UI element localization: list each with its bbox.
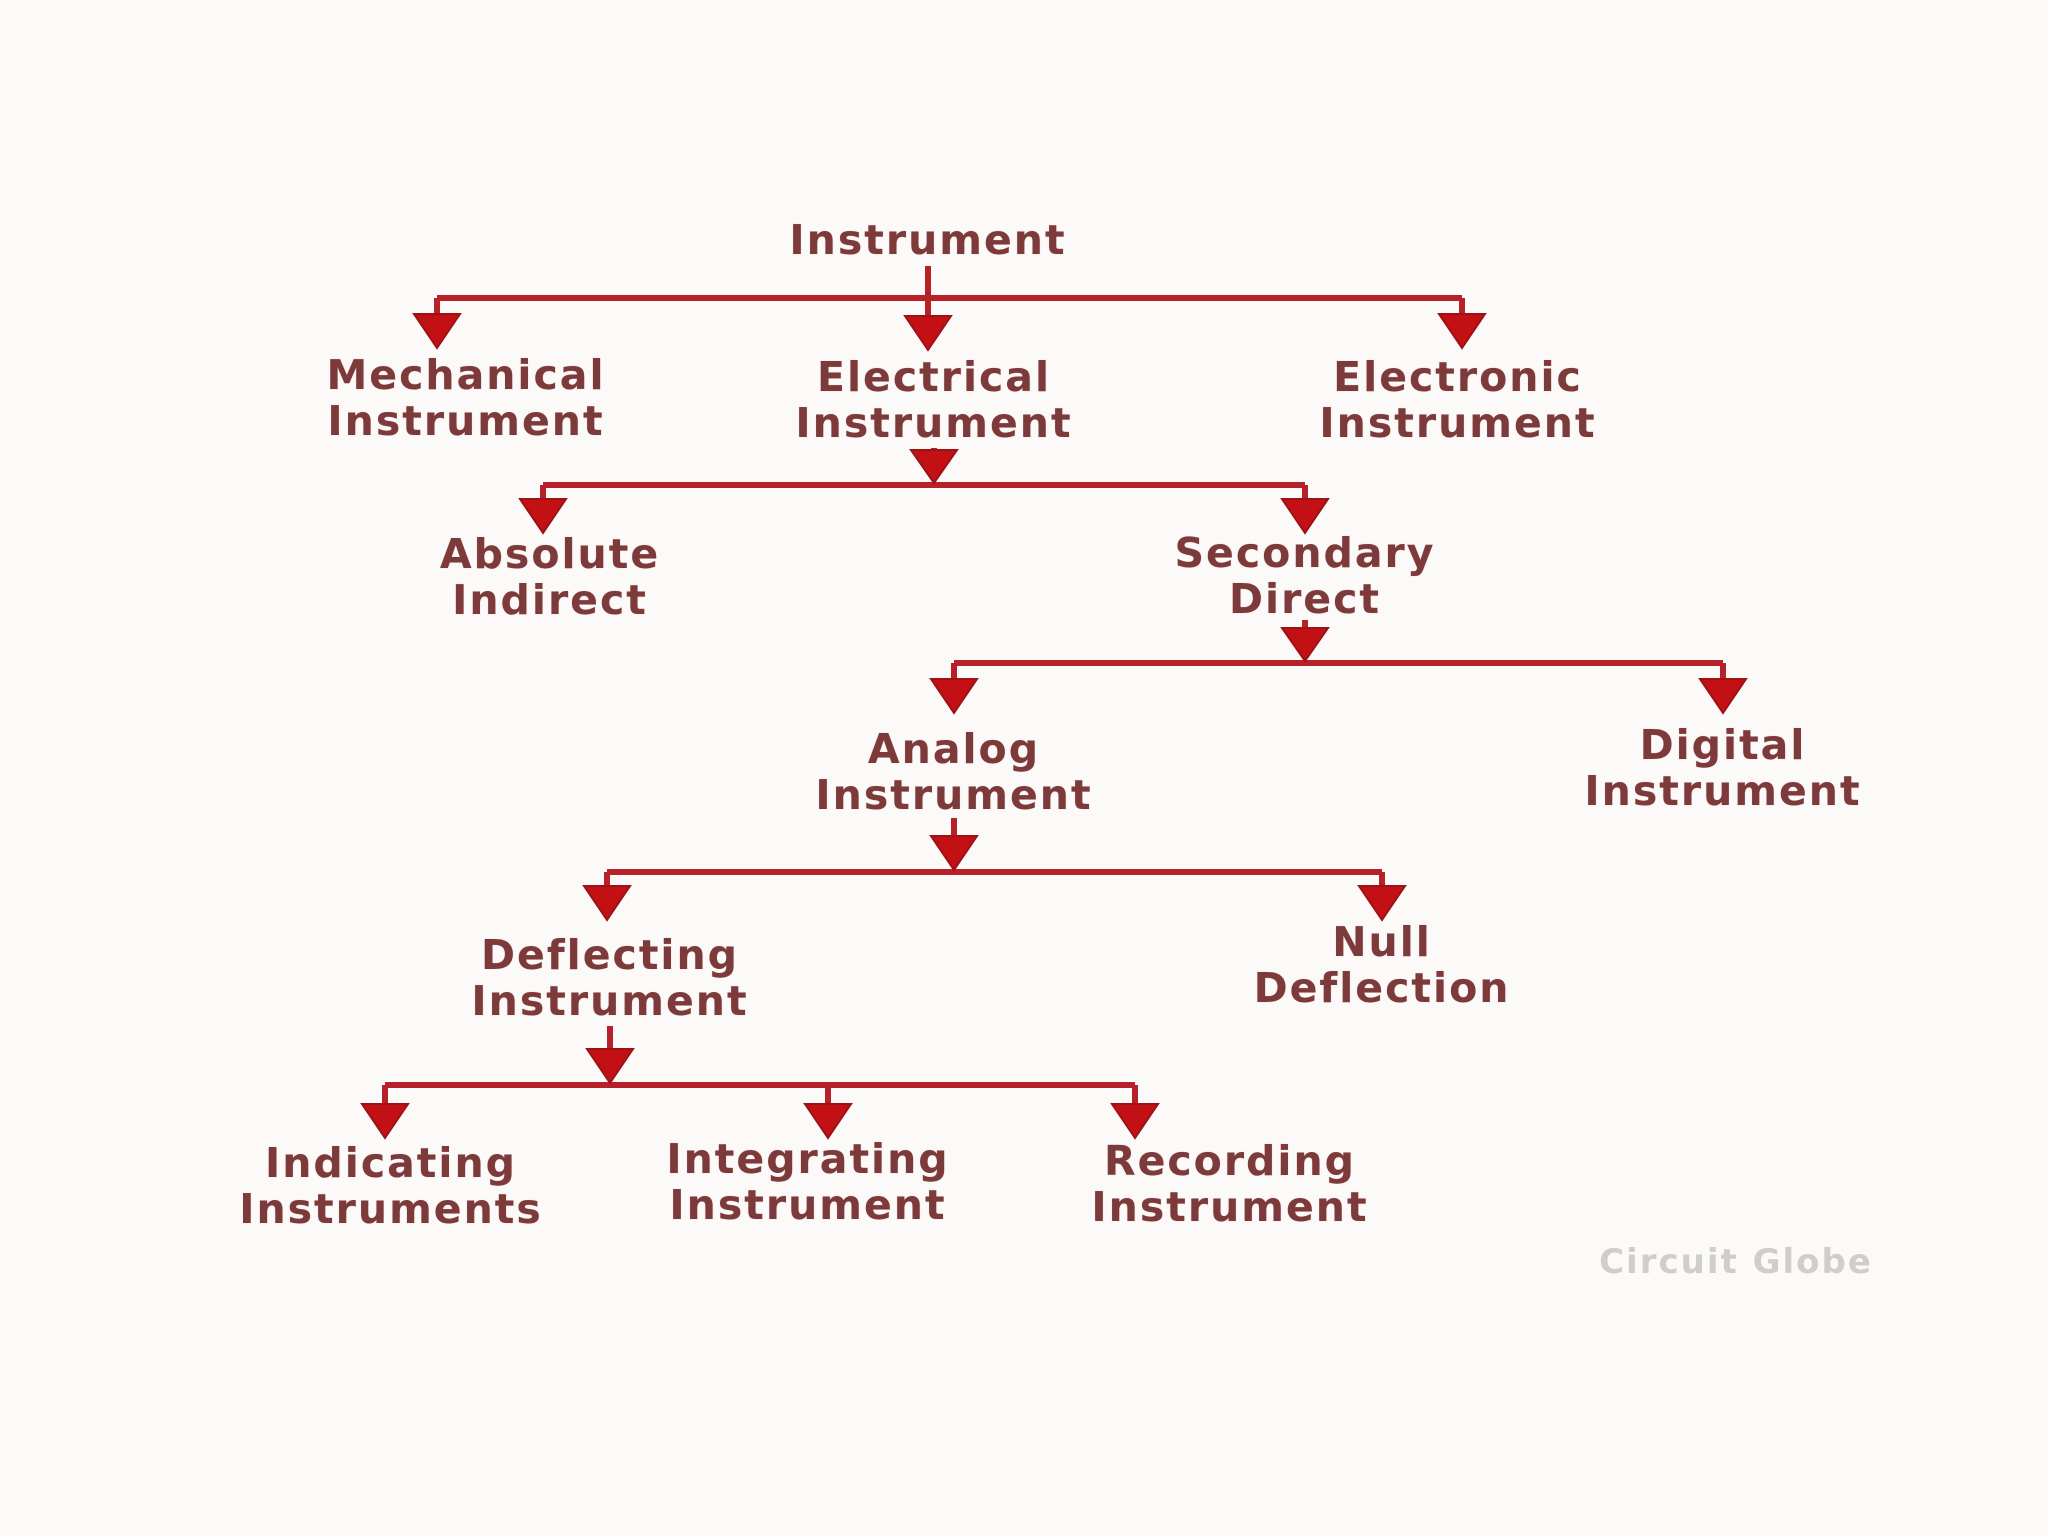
node-digital-instrument: Digital Instrument	[1584, 721, 1862, 815]
arrow-to-secondary	[1280, 498, 1330, 535]
node-deflecting-instrument: Deflecting Instrument	[471, 931, 749, 1025]
arrow-deflecting-stem	[585, 1048, 635, 1085]
watermark-circuit-globe: Circuit Globe	[1599, 1242, 1873, 1282]
arrow-to-analog	[929, 678, 979, 715]
arrow-to-mechanical	[412, 313, 462, 350]
arrow-to-integrating	[803, 1103, 853, 1140]
arrow-to-recording	[1110, 1103, 1160, 1140]
node-electrical-instrument: Electrical Instrument	[795, 353, 1073, 447]
node-mechanical-instrument: Mechanical Instrument	[326, 351, 606, 445]
arrow-to-electrical	[903, 315, 953, 352]
arrow-to-electronic	[1437, 313, 1487, 350]
node-null-deflection: Null Deflection	[1253, 918, 1511, 1012]
node-recording-instrument: Recording Instrument	[1091, 1137, 1369, 1231]
connector-deflecting-children	[360, 1026, 1160, 1140]
connector-instrument-children	[412, 266, 1487, 352]
connector-electrical-children	[518, 448, 1330, 535]
node-indicating-instruments: Indicating Instruments	[239, 1139, 543, 1233]
arrow-analog-stem	[929, 835, 979, 872]
arrow-to-null	[1357, 885, 1407, 922]
arrow-to-deflecting	[582, 885, 632, 922]
arrow-to-digital	[1698, 678, 1748, 715]
node-instrument: Instrument	[789, 216, 1067, 264]
connector-secondary-children	[929, 620, 1748, 715]
arrow-electrical-stem	[909, 449, 959, 485]
arrow-secondary-stem	[1280, 627, 1330, 663]
node-integrating-instrument: Integrating Instrument	[666, 1135, 950, 1229]
node-secondary-direct: Secondary Direct	[1174, 529, 1436, 623]
node-analog-instrument: Analog Instrument	[815, 725, 1093, 819]
arrow-to-indicating	[360, 1103, 410, 1140]
arrow-to-absolute	[518, 498, 568, 535]
connector-analog-children	[582, 818, 1407, 922]
node-absolute-indirect: Absolute Indirect	[439, 530, 661, 624]
node-electronic-instrument: Electronic Instrument	[1319, 353, 1597, 447]
